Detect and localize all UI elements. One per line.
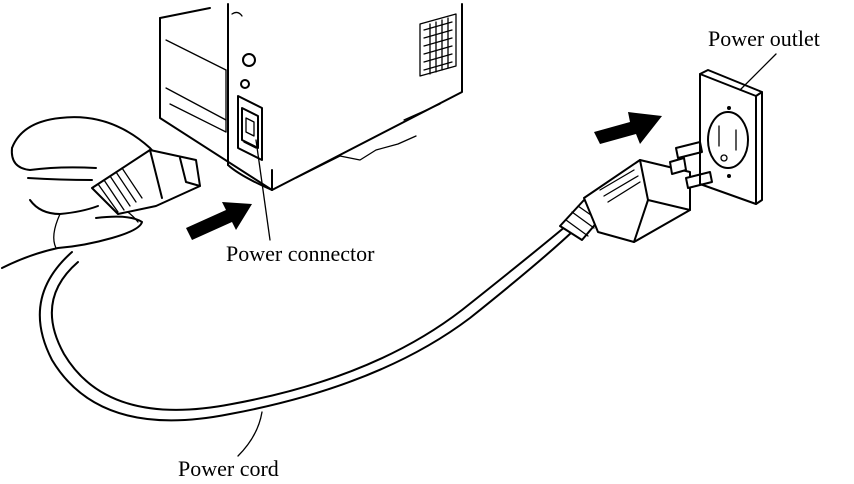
push-arrow-icon: [594, 112, 662, 144]
power-connector-socket: [238, 96, 262, 160]
vent-grille: [420, 14, 456, 76]
power-cord-label: Power cord: [178, 458, 279, 480]
cord-connector-plug: [92, 150, 200, 214]
male-plug: [560, 142, 712, 242]
leader-cord: [238, 412, 262, 456]
push-arrow-icon: [186, 202, 252, 240]
power-connector-label: Power connector: [226, 243, 374, 265]
leader-outlet: [740, 54, 776, 90]
power-outlet: [700, 70, 762, 204]
power-outlet-label: Power outlet: [708, 28, 820, 50]
printer: [160, 4, 462, 190]
